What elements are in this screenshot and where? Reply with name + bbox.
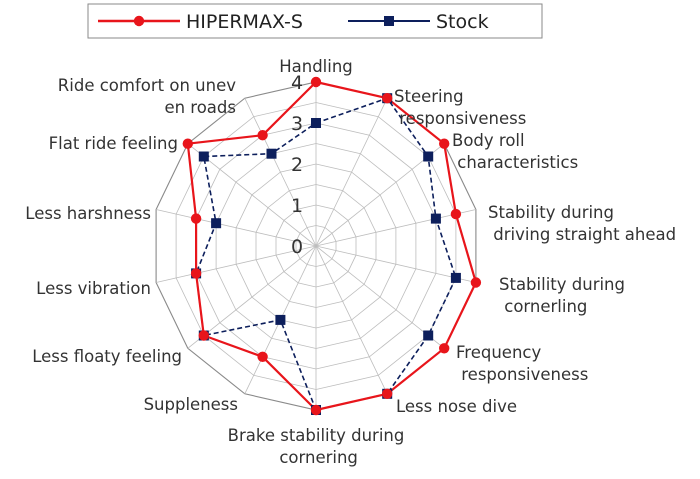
- axis-label-body-roll-characteristics: Body roll characteristics: [452, 131, 578, 172]
- axis-label-flat-ride-feeling: Flat ride feeling: [49, 134, 178, 153]
- axis-label-less-vibration: Less vibration: [36, 279, 151, 298]
- data-point-hipermax-s: [450, 208, 462, 220]
- data-point-hipermax-s: [310, 76, 322, 88]
- data-point-stock: [266, 148, 277, 159]
- grid-spoke: [315, 143, 445, 247]
- series-line-hipermax-s: [186, 80, 477, 412]
- tick-label: 3: [291, 113, 303, 135]
- data-point-hipermax-s: [470, 277, 482, 288]
- legend: HIPERMAX-S Stock: [87, 3, 543, 39]
- axis-label-stability-during-cornerling: Stability during cornerling: [499, 275, 625, 316]
- data-point-hipermax-s: [182, 138, 193, 149]
- radial-tick-labels: 0 1 2 3 4: [291, 72, 303, 258]
- grid-spoke: [315, 245, 388, 394]
- axis-label-frequency-responsiveness: Frequency responsiveness: [456, 343, 588, 384]
- grid-spoke: [156, 245, 317, 283]
- legend-label-hipermax-s: HIPERMAX-S: [186, 11, 303, 33]
- tick-label: 2: [291, 154, 303, 176]
- radar-grid: [155, 81, 477, 411]
- data-point-stock: [275, 314, 286, 325]
- data-point-hipermax-s: [257, 351, 268, 362]
- data-point-stock: [198, 151, 209, 162]
- axis-label-stability-during-driving-straight-ahead: Stability during driving straight ahead: [488, 203, 676, 244]
- tick-label: 0: [291, 236, 303, 258]
- data-point-hipermax-s: [257, 130, 268, 141]
- data-point-stock: [311, 118, 321, 128]
- legend-label-stock: Stock: [436, 11, 489, 33]
- data-point-hipermax-s: [439, 138, 450, 149]
- legend-marker-stock: [384, 16, 394, 26]
- data-point-hipermax-s: [198, 330, 209, 341]
- legend-marker-hipermax-s: [133, 15, 145, 27]
- grid-spoke: [187, 245, 317, 349]
- radar-series: [182, 76, 482, 416]
- data-point-stock: [211, 218, 222, 229]
- axis-label-brake-stability-during-cornering: Brake stability during cornering: [228, 426, 405, 467]
- data-point-hipermax-s: [382, 388, 393, 399]
- axis-label-less-floaty-feeling: Less floaty feeling: [32, 347, 182, 366]
- tick-label: 4: [291, 72, 303, 94]
- grid-spoke: [315, 245, 476, 283]
- grid-spoke: [315, 98, 388, 247]
- data-point-hipermax-s: [190, 268, 202, 279]
- axis-label-steering-responsiveness: Steering responsiveness: [394, 87, 526, 128]
- axis-label-less-harshness: Less harshness: [25, 204, 151, 223]
- grid-spoke: [315, 245, 445, 349]
- grid-spoke: [315, 209, 476, 247]
- grid-spoke: [156, 209, 317, 247]
- grid-spoke: [187, 143, 317, 247]
- data-point-hipermax-s: [382, 93, 393, 104]
- data-point-hipermax-s: [190, 213, 202, 224]
- data-point-hipermax-s: [310, 404, 322, 416]
- data-point-stock: [423, 330, 434, 341]
- axis-label-less-nose-dive: Less nose dive: [396, 397, 517, 416]
- data-point-hipermax-s: [439, 343, 450, 354]
- data-point-stock: [430, 213, 441, 224]
- data-point-stock: [423, 151, 434, 162]
- data-point-stock: [450, 272, 461, 283]
- grid-spoke: [244, 98, 317, 247]
- axis-label-handling: Handling: [279, 57, 353, 76]
- tick-label: 1: [291, 195, 303, 217]
- axis-label-suppleness: Suppleness: [144, 395, 238, 414]
